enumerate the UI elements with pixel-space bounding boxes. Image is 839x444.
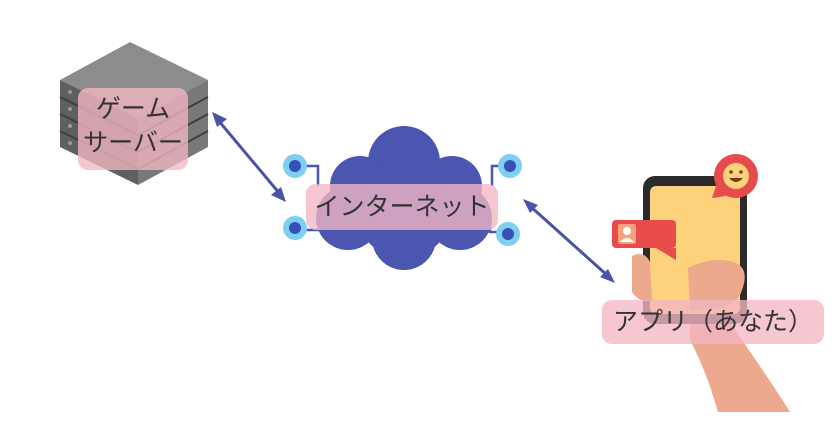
smiley-chat-icon: [712, 154, 758, 198]
game-server-label-line2: サーバー: [83, 128, 183, 157]
arrow-internet-app: [523, 199, 615, 283]
network-node-dot: [283, 154, 307, 178]
game-server-label: ゲーム サーバー: [78, 88, 188, 170]
app-label: アプリ（あなた）: [602, 300, 824, 344]
smartphone-icon: [632, 176, 790, 412]
internet-label: インターネット: [306, 184, 498, 230]
network-node-dot: [496, 222, 520, 246]
arrow-server-internet: [212, 112, 286, 202]
network-node-dot: [283, 216, 307, 240]
network-node-dot: [498, 154, 522, 178]
user-chat-icon: [612, 220, 676, 260]
game-server-label-line1: ゲーム: [95, 94, 171, 123]
